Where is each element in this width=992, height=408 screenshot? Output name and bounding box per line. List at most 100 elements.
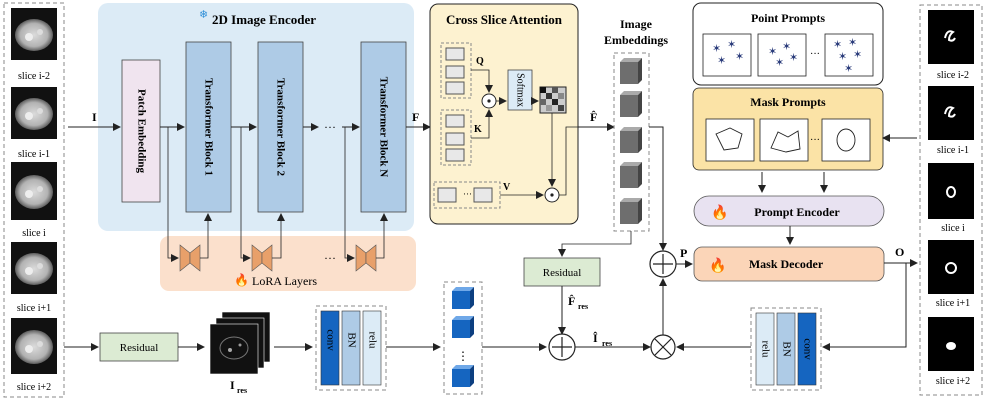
lora-connector (167, 127, 179, 262)
label-O: O (895, 245, 904, 259)
cross-slice-title: Cross Slice Attention (446, 12, 563, 27)
embedding-cube (620, 162, 642, 188)
v-ellipsis: ··· (463, 189, 472, 199)
dot-product-center (487, 99, 491, 103)
left-slice-label: slice i-2 (18, 71, 50, 82)
mask-shape (944, 30, 956, 42)
transformer-block-label: Transformer Block 2 (274, 78, 286, 176)
patch-embedding-box (121, 59, 161, 203)
bn-label: BN (780, 341, 792, 356)
flame-icon: 🔥 (711, 204, 728, 221)
svg-text:✶: ✶ (727, 39, 736, 51)
right-slice-panel (919, 4, 983, 396)
residual-embedding-cube (452, 365, 474, 387)
mask-slice (928, 86, 974, 140)
mask-decoder (693, 246, 885, 282)
residual-embedding-cubes (452, 287, 474, 387)
right-slice-label: slice i+2 (936, 376, 970, 387)
lora-connector (240, 127, 251, 262)
mask-prompts-title: Mask Prompts (750, 95, 826, 109)
label-Q: Q (476, 56, 484, 67)
mask-prompt-thumbnail (759, 118, 809, 162)
residual-embeddings-panel (443, 281, 483, 395)
embedding-cube (620, 127, 642, 153)
flame-icon: 🔥 (234, 273, 249, 287)
point-prompts-title: Point Prompts (751, 11, 825, 25)
transformer-block-label: Transformer Block 1 (202, 78, 214, 176)
left-slice-label: slice i+1 (17, 303, 51, 314)
right-slice-label: slice i+1 (936, 298, 970, 309)
svg-text:✶: ✶ (717, 55, 726, 67)
left-ct-slices (11, 8, 57, 374)
encoder-title: 2D Image Encoder (212, 12, 316, 27)
mask-shape (944, 106, 956, 118)
cross-slice-attention-box (429, 3, 579, 225)
query-feature-stack (440, 42, 472, 99)
point-prompt-thumbnail (757, 33, 807, 77)
svg-text:✶: ✶ (735, 51, 744, 63)
block-ellipsis: ··· (324, 120, 336, 134)
left-slice-label: slice i-1 (18, 149, 50, 160)
lora-connector (376, 213, 388, 259)
patch-embedding-label: Patch Embedding (135, 89, 147, 174)
lora-connector (344, 127, 355, 262)
mask-slice (928, 10, 974, 64)
transformer-block-n (360, 41, 407, 213)
mask-contour (770, 130, 801, 153)
right-slice-label: slice i-1 (937, 145, 969, 156)
k-arrow (471, 109, 493, 139)
svg-text:✶: ✶ (712, 43, 721, 55)
label-K: K (474, 124, 482, 135)
bn-label: BN (345, 332, 357, 347)
residual-embedding-cube (452, 287, 474, 309)
mask-contour (836, 128, 856, 152)
ct-slice-thumbnail (11, 162, 57, 220)
softmax-label: Softmax (515, 73, 526, 107)
svg-text:✶: ✶ (848, 37, 857, 49)
value-feature-stack (433, 181, 501, 209)
embedding-cube (620, 58, 642, 84)
transformer-block-2 (257, 41, 304, 213)
embedding-cube (620, 91, 642, 117)
embeddings-to-residual-arrow (558, 231, 632, 257)
right-slice-label: slice i-2 (937, 70, 969, 81)
conv-label: conv (801, 338, 813, 360)
label-F-hat: F̂ (590, 110, 597, 124)
ct-slice-thumbnail (11, 87, 57, 139)
times-sign (654, 338, 672, 356)
right-slice-label: slice i (941, 223, 965, 234)
svg-text:✶: ✶ (789, 52, 798, 64)
image-embeddings-panel (613, 52, 650, 232)
ct-slice-thumbnail (11, 242, 57, 294)
label-I-res: I (230, 378, 235, 392)
mask-slice (928, 163, 974, 219)
cube-vdots: ⋮ (457, 349, 469, 363)
label-F-hat-res: F̂ (568, 294, 575, 308)
relu-label: relu (759, 340, 771, 358)
residual-embedding-cube (452, 316, 474, 338)
attention-map (539, 86, 567, 114)
residual-label: Residual (120, 342, 159, 354)
svg-text:✶: ✶ (775, 57, 784, 69)
q-arrow (471, 69, 493, 93)
svg-text:✶: ✶ (782, 41, 791, 53)
embeddings-to-sum-arrow (649, 126, 667, 251)
mask-slice (928, 240, 974, 294)
lora-adapter (179, 244, 201, 272)
point-prompt-thumbnail (702, 33, 752, 77)
right-mask-slices (928, 10, 974, 371)
lora-label: LoRA Layers (252, 274, 317, 288)
mask-prompt-ellipsis: ··· (810, 135, 820, 146)
svg-text:✶: ✶ (853, 49, 862, 61)
bn-layer (341, 310, 361, 386)
bn-layer (776, 312, 796, 386)
prompt-encoder (693, 195, 885, 227)
conv-block-left (315, 305, 387, 391)
attention-output-line (559, 126, 578, 196)
relu-layer (755, 312, 775, 386)
mask-decoder-label: Mask Decoder (749, 257, 824, 271)
lora-adapter (355, 244, 377, 272)
mask-prompt-thumbnail (821, 118, 871, 162)
label-F: F (412, 110, 419, 124)
